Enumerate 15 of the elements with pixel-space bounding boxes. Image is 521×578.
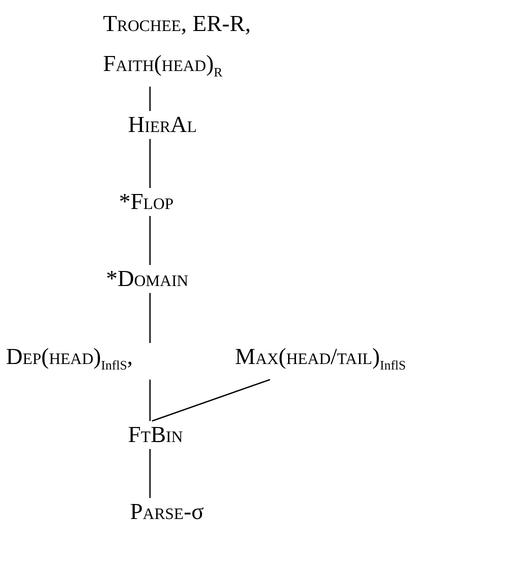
ranking-line <box>149 380 151 421</box>
constraint-label: *Flop <box>119 182 174 222</box>
ranking-line <box>149 139 151 188</box>
constraint-label: HierAl <box>128 105 197 145</box>
ranking-line <box>149 86 151 111</box>
constraint-label: *Domain <box>106 259 188 299</box>
constraint-label: Parse-σ <box>130 492 204 532</box>
constraint-label: Max(head/tail)$_{InflS}$ <box>235 337 406 386</box>
ranking-line <box>149 293 151 343</box>
ranking-line <box>149 216 151 265</box>
constraint-label: Trochee, ER-R, Faith(head)$_{R}$ <box>103 4 273 93</box>
ranking-line <box>149 449 151 498</box>
constraint-label: FtBin <box>128 415 183 455</box>
constraint-label: Dep(head)$_{InflS}$, <box>6 337 133 386</box>
ranking-line <box>152 378 270 422</box>
